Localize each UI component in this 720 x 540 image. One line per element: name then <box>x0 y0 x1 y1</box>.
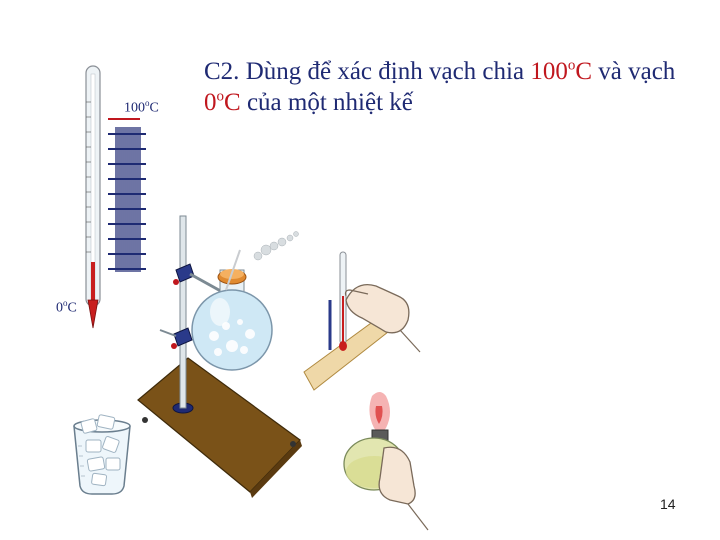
thermometer-illustration <box>85 65 146 329</box>
slide-title: C2. Dùng để xác định vạch chia 100oC và … <box>204 56 716 118</box>
question-label: C2. <box>204 58 240 85</box>
page-number: 14 <box>660 496 676 512</box>
title-conjunction: và vạch <box>598 58 676 85</box>
title-text-1: Dùng để xác định vạch chia <box>245 58 525 85</box>
thermometer-board <box>303 251 389 391</box>
temperature-100: 100oC <box>530 57 592 85</box>
title-text-2: của một nhiệt kế <box>246 89 413 116</box>
label-0-degrees: 0oC <box>56 298 77 316</box>
boiling-flask <box>191 231 299 371</box>
wooden-board <box>137 357 302 498</box>
hand-holding-thermometer <box>344 283 421 353</box>
hand-holding-burner <box>378 446 429 531</box>
ice-beaker <box>73 414 131 495</box>
temperature-0: 0oC <box>204 88 241 116</box>
steam <box>253 231 299 261</box>
label-100-degrees: 100oC <box>124 98 159 116</box>
retort-stand <box>159 215 227 414</box>
